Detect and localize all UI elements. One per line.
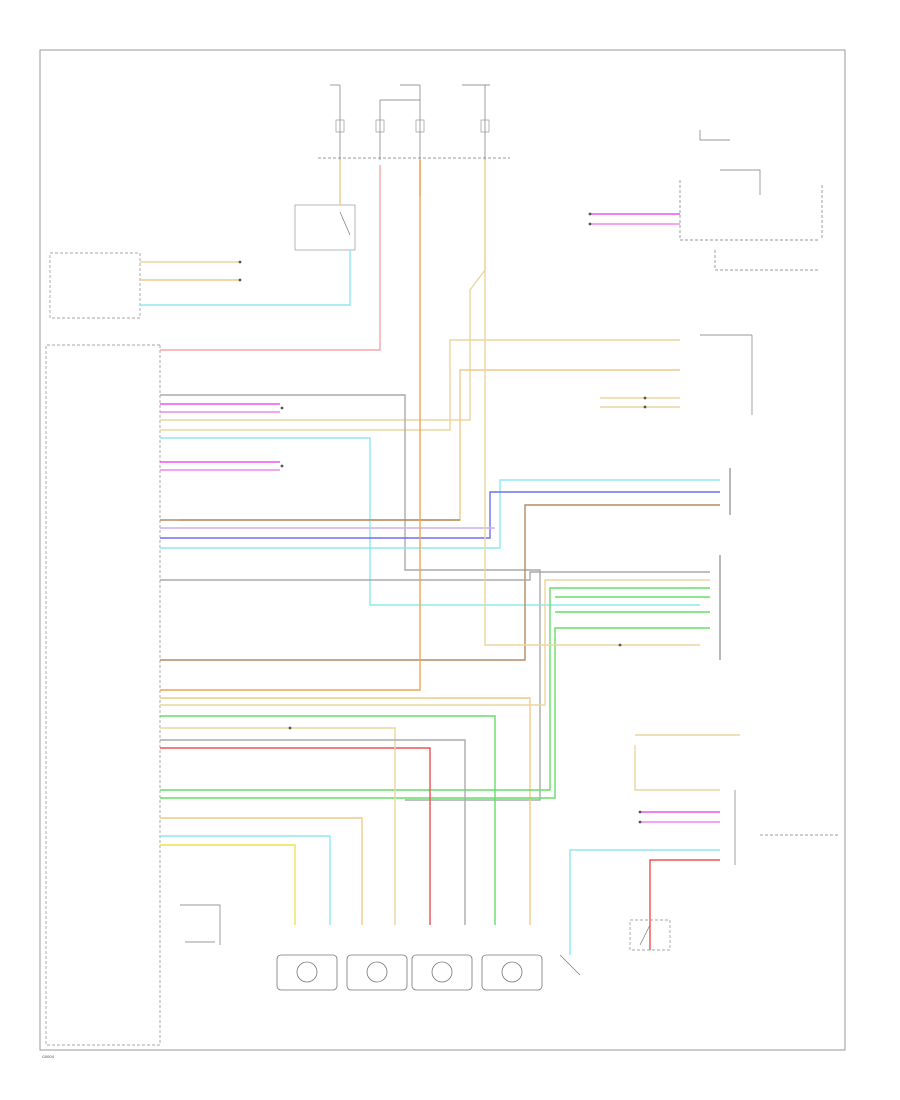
diagram-frame — [39, 49, 846, 1051]
upper-left-block — [49, 252, 141, 319]
sensor-left-front — [276, 954, 338, 991]
transmission-control-module — [45, 344, 161, 1046]
ground-left — [180, 904, 221, 945]
sensor-right-rear — [481, 954, 543, 991]
connector-dots — [238, 212, 647, 824]
right-connectors — [679, 130, 840, 865]
wheel-speed-sensors — [180, 904, 671, 991]
brake-pedal-switch — [294, 204, 356, 251]
fuse-block — [318, 84, 510, 160]
footer-code: G0004 — [42, 1055, 55, 1059]
sensor-right-front — [346, 954, 408, 991]
sensor-left-rear — [411, 954, 473, 991]
wire-harness — [140, 160, 740, 955]
brake-fluid-switch — [559, 954, 581, 976]
traction-control-switch — [629, 919, 671, 951]
